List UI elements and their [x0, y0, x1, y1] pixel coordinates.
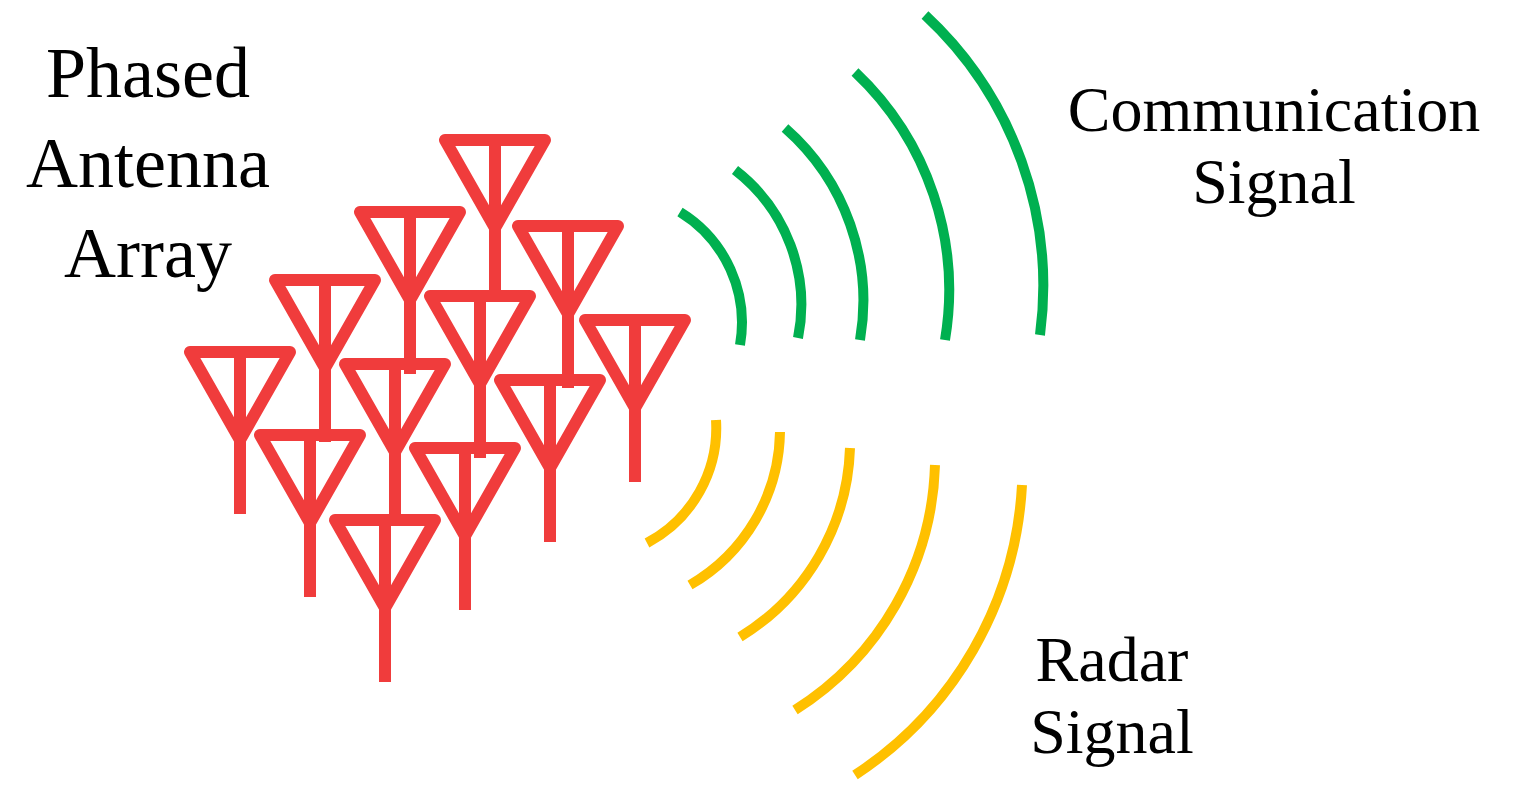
antenna-stem [404, 212, 416, 374]
antenna-stem [562, 226, 574, 388]
wave-arc [647, 420, 716, 543]
antenna-array [190, 140, 685, 682]
wave-arc [680, 212, 742, 345]
communication-waves [680, 15, 1043, 345]
wave-arc [855, 485, 1022, 775]
antenna-stem [489, 140, 501, 302]
radar-waves [647, 420, 1022, 775]
wave-arc [740, 448, 850, 637]
wave-arc [925, 15, 1043, 335]
antenna-stem [629, 320, 641, 482]
wave-arc [785, 128, 863, 340]
antenna-stem [304, 435, 316, 597]
antenna-stem [474, 296, 486, 458]
antenna-stem [234, 352, 246, 514]
signal-label: Radar Signal [1000, 624, 1224, 768]
wave-arc [855, 72, 949, 340]
wave-arc [735, 170, 801, 338]
antenna-stem [389, 364, 401, 526]
wave-arc [795, 465, 935, 710]
antenna-stem [319, 280, 331, 442]
signal-label: Communication Signal [1054, 74, 1494, 218]
antenna-stem [379, 520, 391, 682]
antenna-stem [459, 448, 471, 610]
wave-arc [690, 432, 780, 585]
antenna-stem [544, 380, 556, 542]
array-label: Phased Antenna Array [0, 28, 296, 298]
